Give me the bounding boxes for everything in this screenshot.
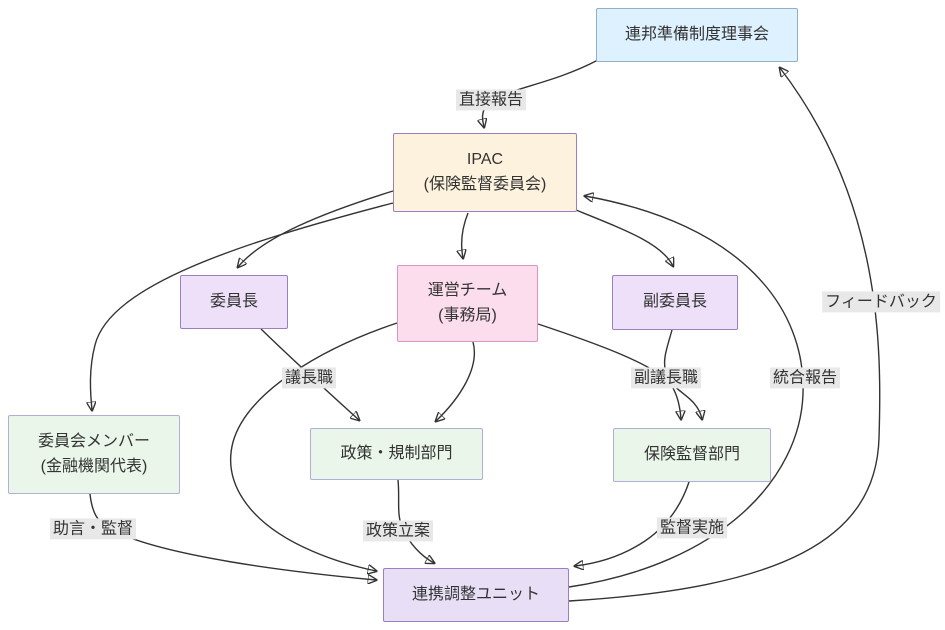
edge-coordination-to-ipac bbox=[568, 196, 804, 588]
node-label-line1: 委員会メンバー bbox=[37, 432, 150, 450]
edge-operations-to-policy-dept bbox=[436, 341, 475, 421]
edge-label-policy-planning: 政策立案 bbox=[362, 520, 434, 542]
edge-members-to-coordination-unit bbox=[89, 493, 376, 580]
node-label: 委員長 bbox=[209, 292, 258, 310]
edge-ipac-to-committee-members bbox=[90, 202, 394, 410]
node-federal-reserve-board: 連邦準備制度理事会 bbox=[596, 8, 798, 62]
edge-supervision-to-coordination-unit bbox=[575, 481, 690, 566]
edge-operations-to-coordination-unit bbox=[230, 322, 398, 571]
node-label: 政策・規制部門 bbox=[340, 444, 453, 462]
edge-label-chair-role: 議長職 bbox=[281, 367, 337, 389]
edge-label-integrated-report: 統合報告 bbox=[769, 367, 841, 389]
edge-label-vice-chair-role: 副議長職 bbox=[630, 367, 702, 389]
edge-label-direct-report: 直接報告 bbox=[455, 89, 527, 111]
node-label: 連携調整ユニット bbox=[411, 585, 540, 603]
node-coordination-unit: 連携調整ユニット bbox=[383, 568, 569, 622]
edge-ipac-to-operations-team bbox=[462, 212, 469, 258]
edge-label-feedback: フィードバック bbox=[822, 291, 940, 313]
node-policy-regulation-dept: 政策・規制部門 bbox=[310, 428, 483, 480]
node-vice-chairman: 副委員長 bbox=[612, 275, 738, 330]
node-label-line1: IPAC bbox=[466, 150, 504, 168]
edge-label-supervision-execution: 監督実施 bbox=[656, 517, 728, 539]
node-label: 連邦準備制度理事会 bbox=[624, 25, 769, 43]
node-ipac: IPAC (保険監督委員会) bbox=[393, 133, 577, 212]
node-operations-team: 運営チーム (事務局) bbox=[397, 265, 538, 342]
node-label-line1: 運営チーム bbox=[427, 281, 508, 299]
node-label-line2: (事務局) bbox=[438, 306, 497, 324]
edge-ipac-to-chairman bbox=[238, 190, 394, 267]
node-label: 保険監督部門 bbox=[643, 445, 740, 463]
node-chairman: 委員長 bbox=[180, 275, 288, 329]
node-committee-members: 委員会メンバー (金融機関代表) bbox=[8, 415, 180, 494]
node-label: 副委員長 bbox=[642, 293, 707, 311]
edge-ipac-to-vice-chairman bbox=[575, 209, 673, 266]
edge-label-advice-supervision: 助言・監督 bbox=[49, 518, 137, 540]
node-label-line2: (保険監督委員会) bbox=[423, 175, 547, 193]
edge-coordination-to-fed bbox=[568, 68, 881, 602]
node-label-line2: (金融機関代表) bbox=[40, 457, 148, 475]
node-insurance-supervision-dept: 保険監督部門 bbox=[613, 428, 771, 482]
